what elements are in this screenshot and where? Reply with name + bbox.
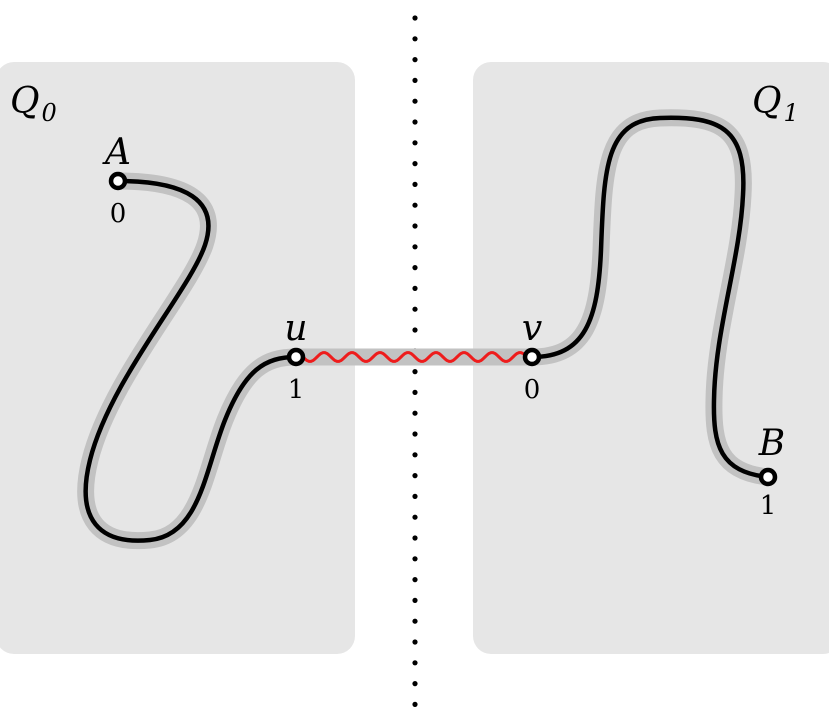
region-q1-label: Q1 [752, 81, 799, 127]
node-u-value: 1 [288, 375, 305, 405]
separator-dot [412, 681, 418, 687]
separator-dot [412, 57, 418, 63]
separator-dot [412, 202, 418, 208]
separator-dot [412, 514, 418, 520]
separator-dot [412, 140, 418, 146]
separator-dot [412, 181, 418, 187]
node-b-label: B [758, 423, 785, 464]
separator-dot [412, 556, 418, 562]
separator-dot [412, 244, 418, 250]
separator-dot [412, 306, 418, 312]
node-u-label: u [284, 308, 307, 349]
separator-dot [412, 701, 418, 708]
region-q1-name: Q [752, 81, 782, 122]
separator-dot [412, 223, 418, 229]
separator-dot [412, 597, 418, 604]
separator-dot [412, 77, 418, 83]
separator-dot [412, 410, 418, 416]
node-a-label: A [102, 132, 131, 173]
region-q0-subscript: 0 [42, 99, 57, 127]
separator-dot [412, 493, 418, 499]
separator-dot [412, 15, 418, 21]
separator-dot [412, 389, 418, 395]
node-v [522, 347, 542, 367]
node-v-label: v [522, 308, 542, 349]
separator-dot [412, 431, 418, 437]
separator-dot [412, 452, 418, 458]
separator-dot [412, 473, 418, 479]
region-q1-subscript: 1 [784, 99, 799, 127]
separator-dot [412, 119, 418, 125]
node-b [758, 467, 778, 487]
separator-dot [412, 369, 418, 375]
separator-dot [412, 36, 418, 42]
separator-dot [412, 639, 418, 645]
separator-dot [412, 161, 418, 167]
node-a [108, 171, 128, 191]
separator-dot [412, 618, 418, 624]
separator-dot [412, 265, 418, 271]
node-v-value: 0 [524, 375, 541, 405]
separator-dot [412, 660, 418, 666]
node-u [286, 347, 306, 367]
separator-dot [412, 535, 418, 541]
separator-dot [412, 98, 418, 104]
separator-dot [412, 577, 418, 583]
region-q0-label: Q0 [10, 81, 57, 127]
separator-dot [412, 285, 418, 291]
node-a-value: 0 [110, 199, 127, 229]
dotted-separator [412, 15, 418, 708]
region-q0-name: Q [10, 81, 40, 122]
curve-a-to-u [83, 178, 299, 543]
node-b-value: 1 [760, 491, 777, 521]
curve-v-to-b [529, 115, 771, 480]
wavy-edge-u-v [301, 351, 527, 363]
separator-dot [412, 327, 418, 333]
